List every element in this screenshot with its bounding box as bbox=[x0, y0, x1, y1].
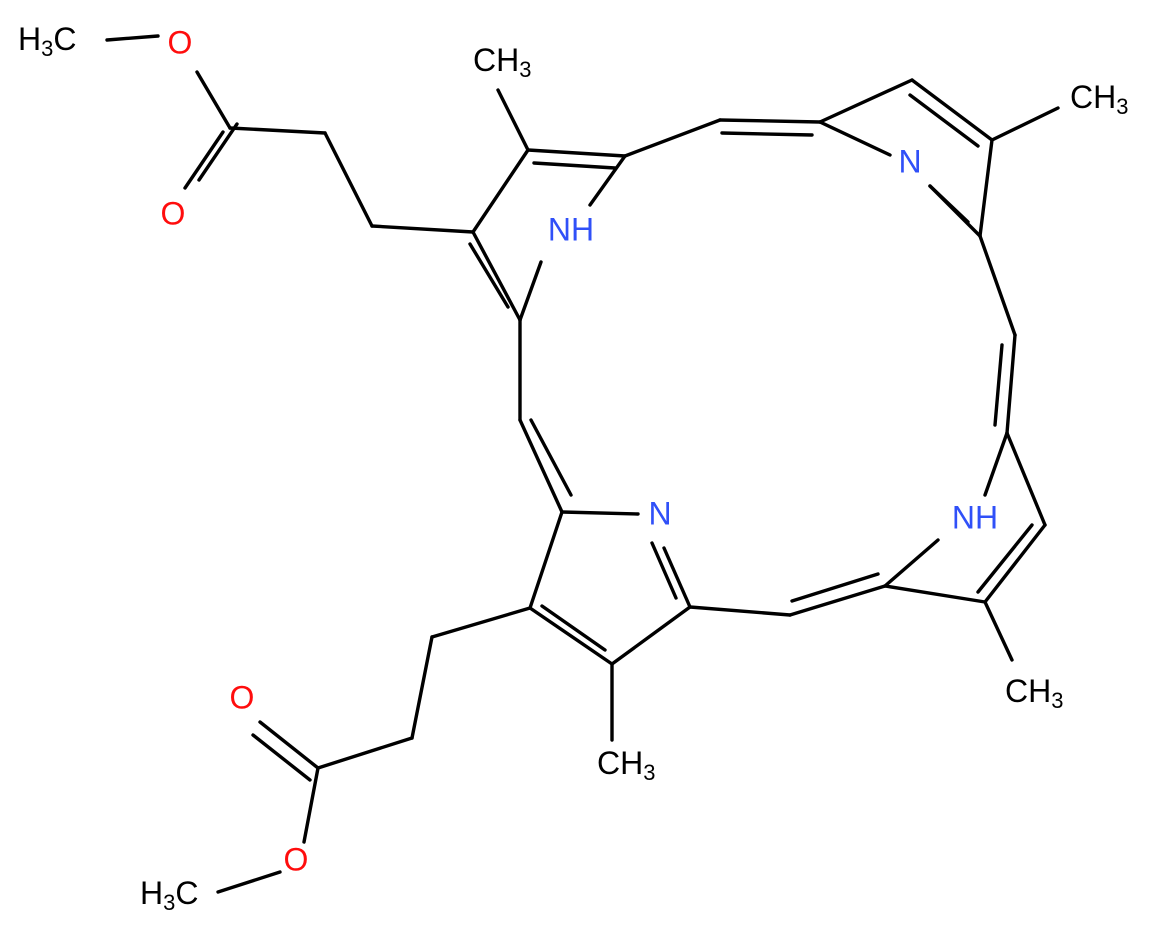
methyl-top-label: CH3 bbox=[473, 42, 531, 81]
methyl-bottom-label: CH3 bbox=[597, 745, 655, 784]
nh-bottom-right-label: NH bbox=[952, 499, 998, 535]
methyl-bottom-right-label: CH3 bbox=[1005, 673, 1063, 712]
o-bottom-ester-label: O bbox=[284, 841, 309, 877]
methyl-top-right-label: CH3 bbox=[1070, 79, 1128, 118]
bond-lines bbox=[105, 34, 1060, 894]
o-bottom-carbonyl-label: O bbox=[230, 679, 255, 715]
nh-top-label: NH bbox=[548, 211, 594, 247]
methyl-labels: H3C CH3 CH3 CH3 CH3 H3C bbox=[18, 21, 1128, 914]
n-top-right-label: N bbox=[898, 143, 921, 179]
atom-labels: NH N NH N O O O O bbox=[161, 24, 999, 877]
methyl-bottom-ester-label: H3C bbox=[140, 875, 198, 914]
n-bottom-label: N bbox=[648, 495, 671, 531]
methyl-top-ester-label: H3C bbox=[18, 21, 76, 60]
o-top-carbonyl-label: O bbox=[161, 195, 186, 231]
o-top-ester-label: O bbox=[168, 24, 193, 60]
